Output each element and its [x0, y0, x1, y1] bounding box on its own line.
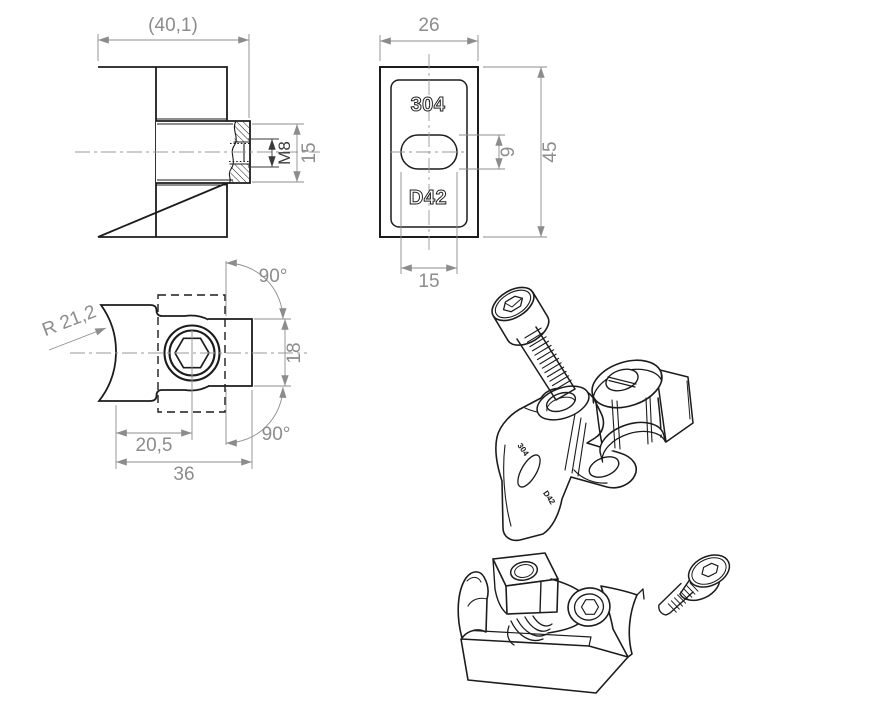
dim-slot-width-ext-lines [400, 172, 458, 274]
iso-small-screw [658, 554, 731, 616]
side-dimensions [379, 35, 547, 274]
small-screw-threads [667, 582, 699, 613]
saddle-slot-ellipse [517, 454, 541, 488]
asm-jaw-notch [636, 588, 645, 600]
plan-dimensions [48, 259, 291, 469]
screw-socket-detail [504, 298, 522, 308]
iso-clamp-body: 304 D42 [495, 385, 637, 542]
asm-left-lobe [457, 571, 489, 639]
asm-spring-threads [507, 615, 553, 646]
plan-body-edges [208, 318, 253, 387]
nut-bottom-lip [599, 430, 667, 463]
tab-hole-ellipse [588, 456, 620, 478]
iso-exploded-view: 304 D42 [491, 286, 694, 542]
dim-body-height-text: 18 [284, 342, 305, 363]
dim-thread-text: M8 [275, 141, 294, 165]
front-dimensions [97, 34, 304, 183]
radius-leader-line [48, 327, 107, 351]
dim-slot-height-text: 9 [498, 147, 519, 158]
dim-height-text: 45 [540, 141, 561, 162]
plan-hidden-rect [157, 294, 226, 413]
marking-size-text: D42 [409, 187, 447, 209]
asm-base-slab [460, 638, 629, 694]
screw-head-sides [492, 291, 549, 342]
front-section-view: (40,1) M8 15 [75, 15, 320, 238]
asm-block-front-face [505, 578, 559, 615]
front-part-geometry [97, 66, 251, 238]
screw-shank-edges [516, 326, 576, 401]
iso-long-screw [491, 286, 576, 401]
nut-cylinder-sides [595, 397, 662, 445]
screw-thread-ticks [524, 327, 572, 391]
section-hatch-top [233, 122, 250, 142]
small-screw-chamfer-ring [691, 557, 727, 585]
asm-block-hole [509, 561, 539, 581]
section-break-line [228, 120, 237, 184]
asm-block-hole-thread [514, 564, 534, 578]
nut-block [655, 368, 694, 443]
screw-head-bottom-arc [507, 315, 550, 346]
dim-width-text: 26 [418, 15, 439, 36]
front-body-outline [97, 66, 228, 238]
nut-slot-lines [607, 376, 637, 388]
dim-height-ext-lines [483, 66, 547, 238]
asm-left-lobe-lines [466, 576, 488, 607]
asm-block-edges [492, 558, 542, 615]
asm-hex-socket [580, 599, 600, 615]
screw-hex-socket [502, 295, 524, 313]
dim-overall-width-text: (40,1) [148, 15, 198, 36]
section-hatch-bottom [229, 164, 250, 182]
iso-assembled-view [457, 552, 731, 694]
dim-boss-height-text: 15 [299, 142, 320, 163]
nut-block-edge [686, 380, 691, 420]
thread-bore-lines [229, 141, 250, 165]
dim-depth-text: 36 [173, 464, 194, 485]
dim-boss-ext-lines [252, 123, 304, 183]
nut-cylinder-stripes [611, 396, 653, 450]
dim-angle-top-arc [225, 259, 287, 320]
screw-head-chamfer-ring [494, 289, 532, 319]
side-view: 304 D42 26 45 9 15 [379, 15, 561, 292]
small-screw-hex-socket [701, 562, 719, 578]
marking-material-text: 304 [411, 94, 446, 116]
front-step-edges [156, 118, 233, 186]
clamp-left-face-line [503, 444, 512, 527]
iso-slot-nut [591, 359, 694, 463]
nut-bottom-arc [599, 421, 665, 455]
plan-view: 90° 18 90° 20,5 36 R 21,2 [39, 259, 307, 485]
dim-slot-width-text: 15 [418, 271, 439, 292]
clamp-face-stripes [564, 413, 587, 477]
dim-hole-offset-text: 20,5 [136, 435, 173, 456]
dim-angle-top-text: 90° [259, 266, 288, 287]
dim-angle-bottom-arc [225, 386, 287, 447]
dim-saddle-radius-text: R 21,2 [39, 301, 99, 341]
asm-cylinder-face-ring [573, 593, 605, 621]
tab-thickness-line [573, 469, 608, 484]
dim-angle-bottom-text: 90° [262, 424, 291, 445]
